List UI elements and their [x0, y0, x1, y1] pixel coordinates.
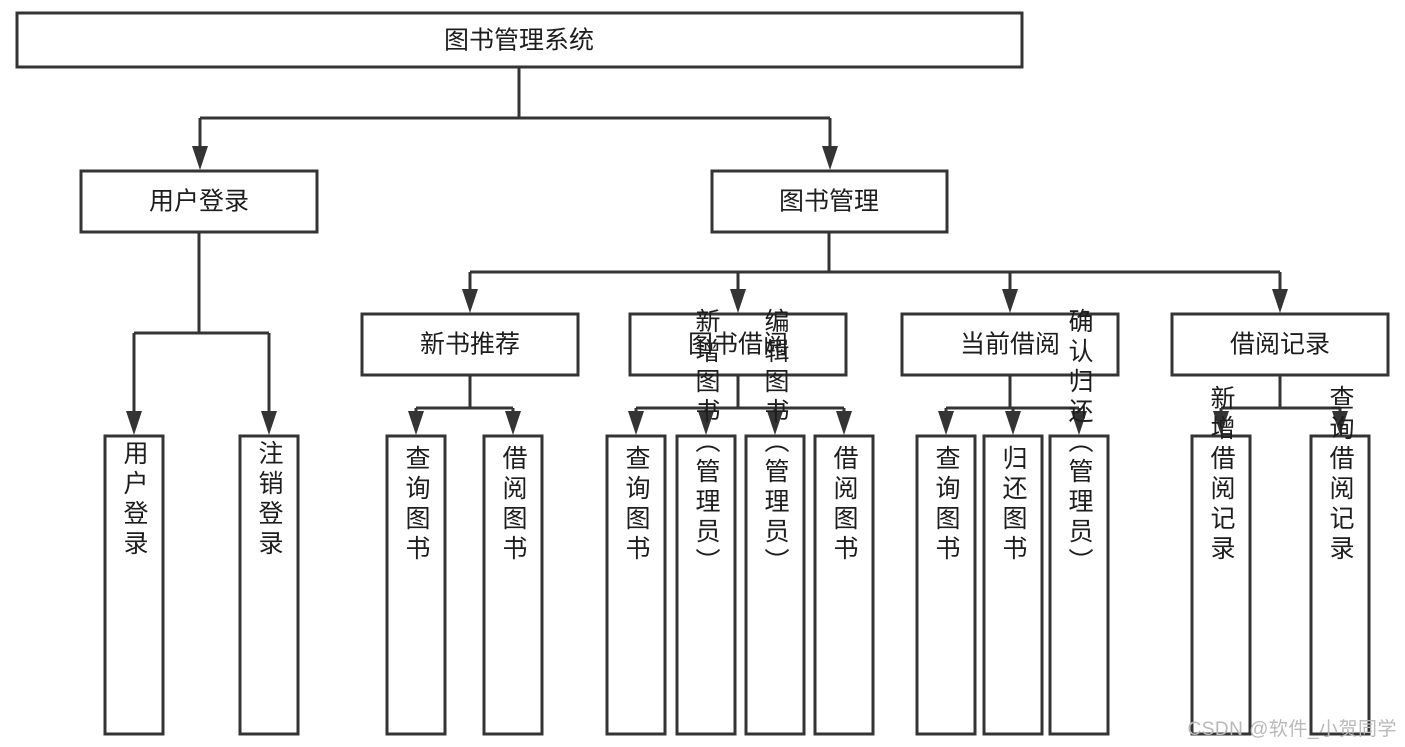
arrow-to-leaf-query-record [1332, 411, 1348, 435]
node-user-login-label: 用户登录 [149, 188, 249, 216]
node-leaf-borrow-book-2-label: 借阅图书 [830, 445, 859, 565]
arrow-to-current-borrow [1002, 289, 1018, 313]
node-leaf-add-book[interactable]: 新增图书（管理员） [675, 308, 737, 736]
node-book-borrow[interactable]: 图书借阅 [628, 312, 848, 377]
node-new-book-recommend-label: 新书推荐 [420, 331, 520, 359]
connector-book-manage-to-level3 [468, 232, 1282, 301]
node-leaf-add-book-box[interactable] [675, 434, 737, 736]
node-leaf-user-logout-label: 注销登录 [255, 440, 284, 560]
node-leaf-query-book-2-label: 查询图书 [622, 445, 651, 565]
node-root-label: 图书管理系统 [444, 27, 594, 55]
node-leaf-user-logout[interactable]: 注销登录 [238, 434, 300, 736]
node-book-manage-box[interactable] [710, 169, 949, 234]
node-leaf-user-login[interactable]: 用户登录 [103, 434, 165, 736]
node-current-borrow-box[interactable] [900, 312, 1120, 377]
node-leaf-return-book[interactable]: 归还图书 [982, 434, 1044, 736]
node-leaf-user-login-label: 用户登录 [120, 440, 149, 560]
arrow-to-book-borrow [730, 289, 746, 313]
node-new-book-recommend-box[interactable] [360, 312, 580, 377]
arrow-to-leaf-borrow-book-1 [505, 411, 521, 435]
node-current-borrow[interactable]: 当前借阅 [900, 312, 1120, 377]
node-leaf-query-record-box[interactable] [1309, 434, 1371, 736]
arrow-to-leaf-add-record [1213, 411, 1229, 435]
node-current-borrow-label: 当前借阅 [960, 331, 1060, 359]
node-user-login-box[interactable] [79, 169, 319, 234]
arrow-to-book-manage [822, 146, 838, 170]
node-leaf-confirm-return[interactable]: 确认归还（管理员） [1048, 308, 1110, 736]
node-borrow-record[interactable]: 借阅记录 [1170, 312, 1390, 377]
node-leaf-query-book-3-label: 查询图书 [932, 445, 961, 565]
node-leaf-add-book-label: 新增图书（管理员） [692, 308, 721, 578]
node-book-manage[interactable]: 图书管理 [710, 169, 949, 234]
arrow-to-leaf-query-book-2 [628, 411, 644, 435]
node-leaf-borrow-book-1[interactable]: 借阅图书 [482, 434, 544, 736]
node-leaf-borrow-book-1-label: 借阅图书 [499, 445, 528, 565]
node-leaf-borrow-book-2[interactable]: 借阅图书 [813, 434, 875, 736]
node-leaf-add-record[interactable]: 新增借阅记录 [1190, 385, 1252, 736]
connector-borrow-record-to-leaves [1219, 375, 1342, 423]
node-leaf-borrow-book-1-box[interactable] [482, 434, 544, 736]
node-leaf-return-book-box[interactable] [982, 434, 1044, 736]
arrow-to-leaf-add-book [698, 411, 714, 435]
node-leaf-edit-book-label: 编辑图书（管理员） [761, 308, 790, 578]
node-root[interactable]: 图书管理系统 [15, 11, 1024, 69]
node-leaf-return-book-label: 归还图书 [999, 445, 1028, 565]
arrow-to-leaf-borrow-book-2 [836, 411, 852, 435]
node-leaf-edit-book[interactable]: 编辑图书（管理员） [744, 308, 806, 736]
arrow-to-borrow-record [1272, 289, 1288, 313]
node-book-manage-label: 图书管理 [779, 188, 879, 216]
node-leaf-query-book-2[interactable]: 查询图书 [605, 434, 667, 736]
node-leaf-query-book-1-box[interactable] [385, 434, 447, 736]
arrow-to-new-book-recommend [462, 289, 478, 313]
node-leaf-query-book-1[interactable]: 查询图书 [385, 434, 447, 736]
node-leaf-add-record-label: 新增借阅记录 [1207, 385, 1236, 565]
node-root-box[interactable] [15, 11, 1024, 69]
node-leaf-add-record-box[interactable] [1190, 434, 1252, 736]
node-leaf-query-book-3-box[interactable] [915, 434, 977, 736]
node-new-book-recommend[interactable]: 新书推荐 [360, 312, 580, 377]
arrow-to-leaf-user-logout [261, 411, 277, 435]
node-book-borrow-label: 图书借阅 [688, 331, 788, 359]
node-leaf-query-record[interactable]: 查询借阅记录 [1309, 385, 1371, 736]
connector-layer [126, 67, 1348, 435]
node-leaf-user-logout-box[interactable] [238, 434, 300, 736]
node-book-borrow-box[interactable] [628, 312, 848, 377]
node-leaf-borrow-book-2-box[interactable] [813, 434, 875, 736]
connector-new-book-recommend-to-leaves [414, 375, 515, 423]
arrow-to-leaf-query-book-3 [938, 411, 954, 435]
arrow-to-leaf-return-book [1005, 411, 1021, 435]
node-leaf-user-login-box[interactable] [103, 434, 165, 736]
node-leaf-edit-book-box[interactable] [744, 434, 806, 736]
connector-root-to-level2 [198, 67, 832, 158]
connector-book-borrow-to-leaves [634, 375, 846, 423]
arrow-to-leaf-edit-book [767, 411, 783, 435]
node-leaf-confirm-return-label: 确认归还（管理员） [1065, 308, 1094, 578]
node-borrow-record-label: 借阅记录 [1230, 331, 1330, 359]
node-leaf-query-book-1-label: 查询图书 [402, 445, 431, 565]
node-user-login[interactable]: 用户登录 [79, 169, 319, 234]
node-leaf-query-book-3[interactable]: 查询图书 [915, 434, 977, 736]
connector-user-login-to-leaves [132, 232, 271, 423]
node-borrow-record-box[interactable] [1170, 312, 1390, 377]
node-leaf-confirm-return-box[interactable] [1048, 434, 1110, 736]
node-leaf-query-book-2-box[interactable] [605, 434, 667, 736]
arrow-to-leaf-user-login [126, 411, 142, 435]
arrow-to-leaf-confirm-return [1071, 411, 1087, 435]
arrow-to-user-login [192, 146, 208, 170]
arrow-to-leaf-query-book-1 [408, 411, 424, 435]
node-leaf-query-record-label: 查询借阅记录 [1326, 385, 1355, 565]
